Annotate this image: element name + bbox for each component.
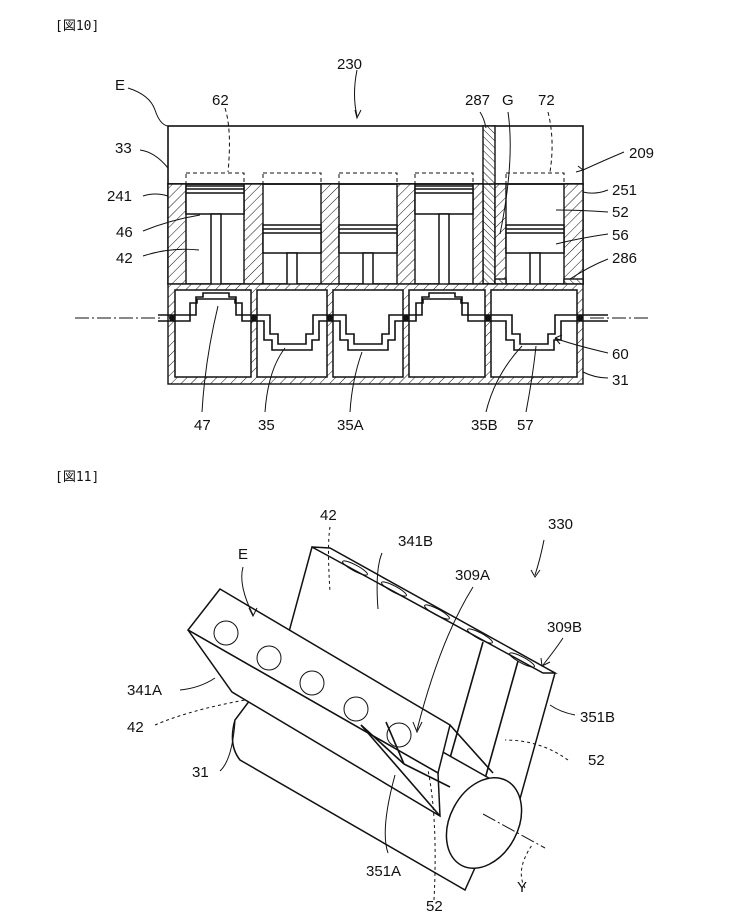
label-E: E: [238, 546, 248, 563]
label-309B: 309B: [547, 619, 582, 636]
figure-11: [図11]: [55, 470, 615, 915]
label-47: 47: [194, 417, 211, 434]
label-351A: 351A: [366, 863, 401, 880]
label-341A: 341A: [127, 682, 162, 699]
label-52-bottom: 52: [426, 898, 443, 915]
figure-10-caption: [図10]: [55, 19, 99, 34]
bearings: [169, 315, 583, 321]
label-230: 230: [337, 56, 362, 73]
partition-287: [482, 125, 496, 285]
label-E: E: [115, 77, 125, 94]
label-56: 56: [612, 227, 629, 244]
bank-b: [276, 545, 558, 808]
label-33: 33: [115, 140, 132, 157]
label-52-right: 52: [588, 752, 605, 769]
label-251: 251: [612, 182, 637, 199]
cylinder-head-cover: [167, 125, 584, 185]
crankshaft-outline: [158, 298, 608, 351]
bank-a-holes: [213, 620, 412, 748]
label-62: 62: [212, 92, 229, 109]
label-46: 46: [116, 224, 133, 241]
label-309A: 309A: [455, 567, 490, 584]
label-57: 57: [517, 417, 534, 434]
cylinder-walls: [167, 183, 584, 285]
label-209: 209: [629, 145, 654, 162]
label-351B: 351B: [580, 709, 615, 726]
dashed-ports: [185, 172, 565, 185]
label-35: 35: [258, 417, 275, 434]
label-35A: 35A: [337, 417, 364, 434]
seal-286: [563, 278, 584, 285]
label-31: 31: [612, 372, 629, 389]
label-Y: Y: [517, 879, 527, 896]
label-31: 31: [192, 764, 209, 781]
label-341B: 341B: [398, 533, 433, 550]
label-42-left: 42: [127, 719, 144, 736]
label-42-top: 42: [320, 507, 337, 524]
fig11-labels: 42 330 E 341B 309A 309B 341A 42 351B 31 …: [127, 507, 615, 915]
bank-a: [186, 588, 494, 818]
label-330: 330: [548, 516, 573, 533]
label-52: 52: [612, 204, 629, 221]
fig10-labels: E 230 62 287 G 72 33 209 241 251 46 52 4…: [107, 56, 654, 434]
figure-10: [図10]: [55, 19, 654, 434]
seal-286-left: [494, 278, 507, 285]
crankshaft: [158, 292, 608, 345]
label-60: 60: [612, 346, 629, 363]
label-72: 72: [538, 92, 555, 109]
leader-lines-fig10: [127, 69, 625, 413]
label-42: 42: [116, 250, 133, 267]
leader-lines-fig11: [154, 526, 576, 901]
crankcase: [167, 283, 584, 385]
label-286: 286: [612, 250, 637, 267]
label-35B: 35B: [471, 417, 498, 434]
label-287: 287: [465, 92, 490, 109]
label-G: G: [502, 92, 514, 109]
bank-b-holes: [342, 560, 535, 668]
figure-11-caption: [図11]: [55, 470, 99, 485]
label-241: 241: [107, 188, 132, 205]
